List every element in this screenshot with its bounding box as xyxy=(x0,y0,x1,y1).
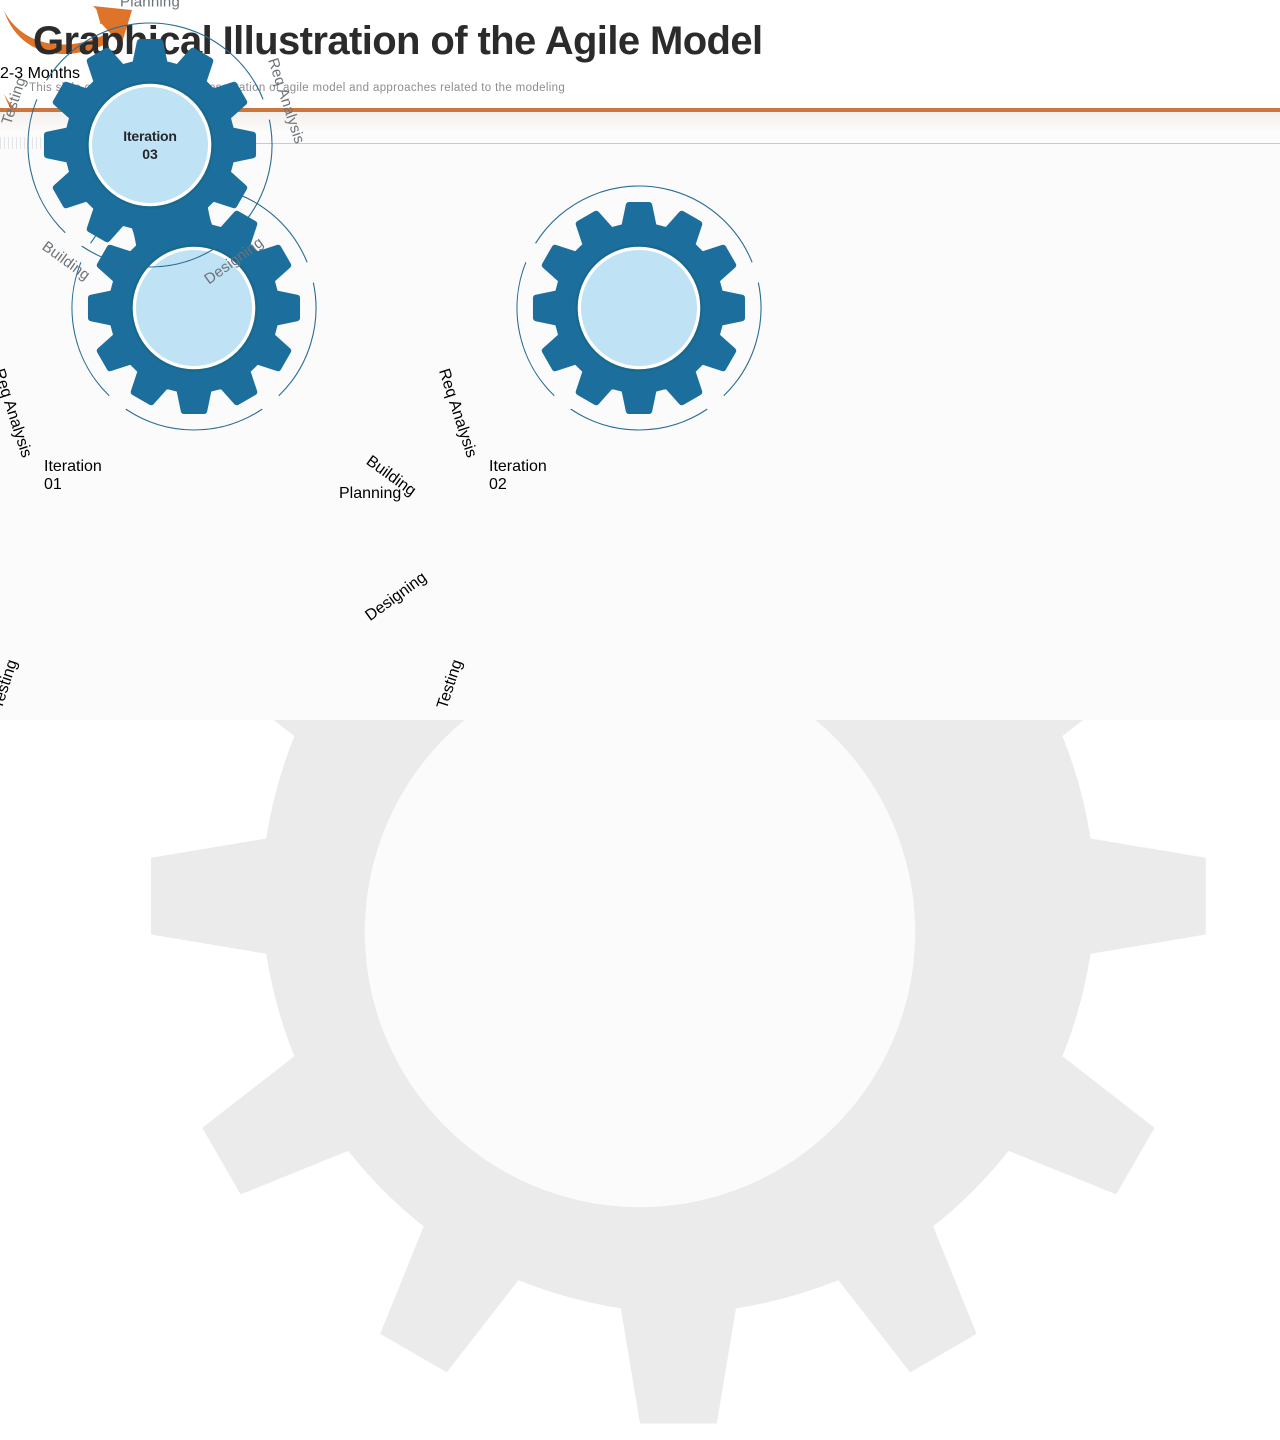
iteration-gear-1[interactable]: Iteration01PlanningReq AnalysisDesigning… xyxy=(0,163,344,711)
stage-label-planning: Planning xyxy=(120,0,180,11)
header-gradient-fade xyxy=(0,112,1280,134)
iteration-word: Iteration xyxy=(489,458,547,475)
gear-graphic xyxy=(516,185,762,431)
gear-graphic xyxy=(27,22,273,268)
content-divider-line xyxy=(155,143,1280,144)
iteration-word: Iteration xyxy=(44,458,102,475)
iteration-number: 02 xyxy=(489,476,507,493)
iteration-number: 01 xyxy=(44,476,62,493)
gear-graphic xyxy=(71,185,317,431)
header-divider-rule xyxy=(0,108,1280,112)
duration-label: 2-3 Months xyxy=(0,65,81,82)
stage-label-planning: Planning xyxy=(339,485,402,502)
